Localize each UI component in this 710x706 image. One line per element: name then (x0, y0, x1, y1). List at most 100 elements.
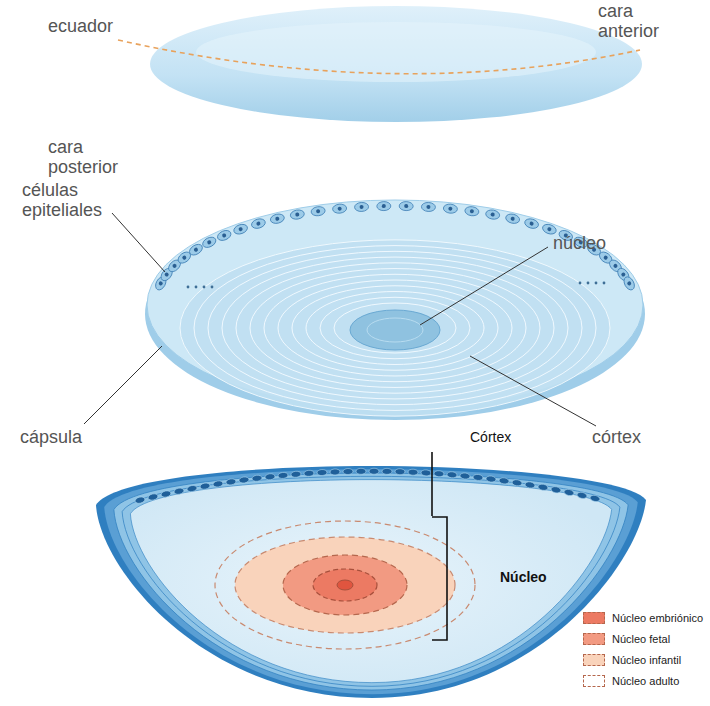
epithelial-cell (499, 477, 510, 484)
cell-body (505, 213, 521, 225)
epithelial-cell (377, 201, 391, 210)
cell-nucleus (207, 240, 212, 245)
nucleus-bracket (432, 517, 447, 640)
cell-nucleus (426, 205, 430, 209)
cell-nucleus (275, 216, 280, 221)
cell-body (201, 235, 218, 249)
epithelial-cell (317, 469, 327, 476)
cell-body (485, 209, 500, 220)
cell-nucleus (164, 272, 170, 278)
legend-swatch (583, 612, 605, 624)
epithelial-cell (216, 229, 232, 243)
epithelial-cell (304, 470, 314, 477)
epithelial-cell (233, 223, 249, 236)
cell-nucleus (337, 206, 341, 210)
leader-line (84, 346, 162, 424)
epithelial-cell (538, 483, 549, 491)
part-label: córtex (592, 428, 641, 448)
cell-nucleus (359, 205, 363, 209)
epithelial-cell (213, 480, 224, 488)
epithelial-cell (278, 472, 289, 479)
cell-body (250, 217, 266, 229)
nucleus-shape (350, 310, 440, 350)
legend-swatch (583, 633, 605, 645)
epithelial-cell (239, 476, 250, 483)
cortex-rings (180, 240, 610, 416)
capsule-outline (96, 466, 646, 698)
cortex-ring (320, 297, 470, 359)
lens-outline (150, 6, 642, 122)
equator-label: ecuador (48, 17, 113, 37)
cell-nucleus (172, 263, 178, 269)
epithelial-cell (486, 475, 497, 482)
leader-line (112, 213, 165, 272)
epithelial-cell (173, 487, 184, 495)
cell-nucleus (490, 212, 495, 217)
epithelial-cell (434, 470, 444, 477)
cell-body (377, 201, 391, 210)
cell-body (290, 209, 305, 220)
region-label: Córtex (470, 430, 511, 445)
epithelial-cell (443, 204, 458, 214)
epithelial-cell (473, 474, 484, 481)
face-label: cara posterior (48, 138, 143, 178)
cell-body (443, 204, 458, 214)
cell-nucleus (613, 263, 619, 269)
cell-nucleus (182, 255, 188, 261)
cell-nucleus (603, 255, 609, 261)
epithelial-cell (408, 469, 418, 475)
dot (579, 282, 582, 285)
cell-nucleus (627, 281, 632, 286)
epithelial-cell (265, 473, 276, 480)
epithelial-cell (512, 479, 523, 486)
dot (211, 286, 214, 289)
cortex-ring (194, 246, 596, 411)
epithelial-cell (332, 204, 347, 214)
leader-line (470, 356, 596, 426)
epithelial-cell (356, 468, 366, 474)
epithelial-cells (134, 468, 600, 504)
dot (187, 286, 190, 289)
capsule-layer (104, 469, 638, 694)
part-label: núcleo (553, 234, 606, 254)
cell-nucleus (238, 227, 243, 232)
cell-body (399, 201, 413, 210)
face-label: cara anterior (598, 2, 680, 42)
legend-item: Núcleo fetal (583, 633, 670, 645)
cortex-ring (236, 263, 554, 393)
cortex-ring (334, 303, 456, 353)
epithelial-cell (524, 217, 540, 229)
equator-line (118, 40, 640, 74)
epithelial-cell (382, 468, 392, 474)
epithelial-cell (291, 471, 301, 478)
cortex-ring (250, 269, 540, 388)
infantile-nucleus (235, 537, 455, 633)
region-label: Núcleo (500, 570, 547, 585)
cell-body (524, 217, 540, 229)
cell-nucleus (295, 212, 300, 217)
ellipsis-dots (187, 282, 606, 289)
cell-body (216, 229, 232, 243)
embryonic-core (337, 580, 353, 590)
cortex-ring (278, 280, 512, 376)
epithelial-cell (421, 202, 435, 212)
fetal-nucleus (283, 555, 407, 615)
epithelial-cell (311, 206, 326, 217)
epithelial-cell (505, 213, 521, 225)
part-label: células epiteliales (22, 181, 132, 221)
epithelial-cell (563, 488, 574, 496)
dot (195, 286, 198, 289)
legend-item: Núcleo embriónico (583, 612, 703, 624)
cortex-area (130, 480, 611, 683)
epithelial-cell (270, 213, 286, 225)
part-label: cápsula (20, 428, 82, 448)
epithelial-cell (622, 275, 637, 292)
epithelial-cell (187, 485, 198, 493)
fiber-layer (122, 476, 620, 686)
epithelial-cell (421, 470, 431, 477)
cell-nucleus (222, 233, 227, 238)
cell-nucleus (382, 204, 386, 208)
nucleus-ring (367, 318, 423, 342)
epithelial-cell (399, 201, 413, 210)
